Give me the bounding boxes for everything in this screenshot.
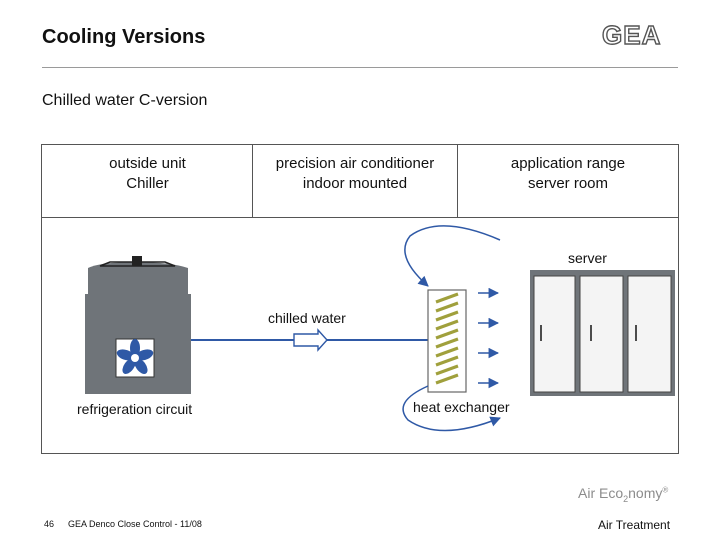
- fan-icon: [116, 339, 154, 374]
- server-label: server: [568, 250, 607, 266]
- column-header-line: outside unit: [109, 155, 186, 172]
- heat-exchanger-label: heat exchanger: [413, 399, 510, 415]
- chiller-top-knob: [132, 256, 142, 266]
- chiller-unit: [85, 256, 191, 394]
- air-conditioner-unit: [427, 289, 467, 393]
- refrigeration-circuit-label: refrigeration circuit: [77, 401, 193, 417]
- brand-subscript: 2: [623, 493, 629, 504]
- heat-exchanger-coil: [435, 292, 459, 385]
- page-title: Cooling Versions: [42, 26, 206, 48]
- chiller-handle: [99, 261, 176, 267]
- column-header-application: application range server room: [458, 154, 678, 194]
- server-rack-door-2: [579, 275, 624, 393]
- server-rack-door-3: [627, 275, 672, 393]
- server-rack-door-1: [533, 275, 576, 393]
- column-header-line: Chiller: [126, 175, 169, 192]
- column-header-outside-unit: outside unit Chiller: [43, 154, 252, 194]
- column-header-precision-ac: precision air conditioner indoor mounted: [253, 154, 457, 194]
- diagram-frame: [41, 144, 679, 454]
- subtitle: Chilled water C-version: [42, 92, 208, 109]
- column-divider-2: [457, 144, 458, 218]
- air-economy-brand: Air Eco2nomy®: [578, 485, 668, 504]
- flow-arrow-icon: [293, 328, 328, 352]
- brand-prefix: Air Eco: [578, 485, 624, 501]
- return-air-arrow-top: [404, 225, 501, 287]
- title-divider: [42, 67, 678, 68]
- footer-left-text: GEA Denco Close Control - 11/08: [68, 519, 202, 529]
- column-divider-1: [252, 144, 253, 218]
- header-row-divider: [41, 217, 679, 218]
- server-racks: [530, 270, 675, 396]
- air-flow-arrows: [402, 225, 501, 432]
- brand-registered-mark: ®: [662, 485, 669, 495]
- column-header-line: application range: [510, 155, 626, 172]
- gea-logo: GEA: [601, 19, 680, 53]
- page-number: 46: [44, 519, 55, 529]
- brand-suffix: nomy: [628, 485, 663, 501]
- footer-right-text: Air Treatment: [598, 518, 671, 532]
- column-header-line: indoor mounted: [302, 175, 408, 192]
- column-header-line: precision air conditioner: [275, 155, 435, 172]
- chilled-water-label: chilled water: [268, 310, 346, 326]
- chiller-top: [88, 262, 188, 298]
- column-header-line: server room: [527, 175, 609, 192]
- logo-text: GEA: [602, 22, 661, 48]
- return-air-arrow-bottom: [402, 385, 501, 432]
